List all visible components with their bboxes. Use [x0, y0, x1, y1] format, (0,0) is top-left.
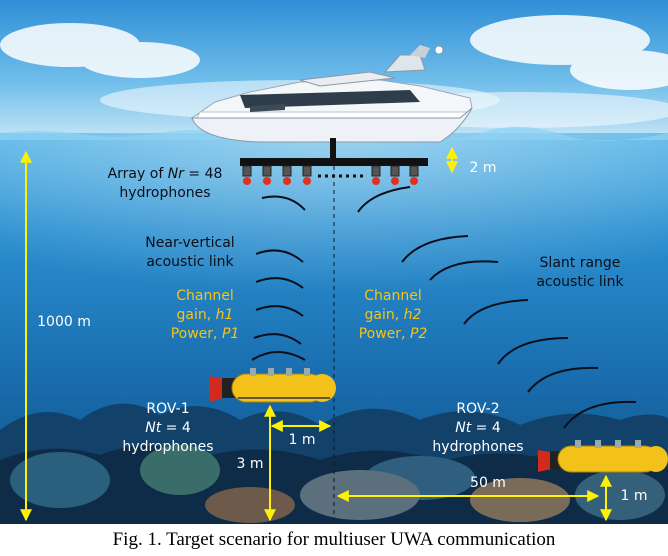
rov-2-line3: hydrophones [432, 439, 524, 455]
offset-label-1m: 1 m [288, 432, 316, 448]
near-vertical-label: Near-vertical acoustic link [130, 234, 250, 272]
channel-2-power: Power, [358, 326, 410, 342]
scenario-illustration: Array of Nr = 48 hydrophones 2 m Near-ve… [0, 0, 668, 524]
channel-1-line1: Channel [176, 288, 234, 304]
scene-svg [0, 0, 668, 524]
rov-1-line3: hydrophones [122, 439, 214, 455]
height-label-3m: 3 m [236, 456, 264, 472]
array-label-suffix: = 48 [183, 166, 223, 182]
rov-2-label: ROV-2 Nt = 4 hydrophones [418, 400, 538, 457]
depth-label-1000m: 1000 m [37, 314, 91, 330]
slant-wavefronts [357, 186, 637, 429]
array-label-var: Nr [167, 166, 184, 182]
rov-2-var: Nt [455, 420, 472, 436]
channel-2-line1: Channel [364, 288, 422, 304]
channel-1-gain: gain, [176, 307, 216, 323]
rov-1-eq: = 4 [161, 420, 191, 436]
channel-1-power: Power, [170, 326, 222, 342]
array-label-prefix: Array of [107, 166, 168, 182]
near-vertical-wavefronts [251, 195, 306, 361]
rov-1 [210, 368, 336, 403]
rov-1-label: ROV-1 Nt = 4 hydrophones [108, 400, 228, 457]
rov-1-var: Nt [145, 420, 162, 436]
channel-2-label: Channel gain, h2 Power, P2 [340, 287, 446, 344]
channel-1-h: h1 [215, 307, 234, 323]
array-label-line2: hydrophones [119, 185, 211, 201]
channel-2-p: P2 [409, 326, 428, 342]
near-vertical-label-line2: acoustic link [146, 254, 234, 270]
rov-2-name: ROV-2 [456, 401, 500, 417]
figure-caption: Fig. 1. Target scenario for multiuser UW… [112, 529, 556, 550]
height-label-1m: 1 m [620, 488, 648, 504]
rov-2 [538, 440, 668, 473]
channel-1-label: Channel gain, h1 Power, P1 [152, 287, 258, 344]
channel-2-h: h2 [403, 307, 422, 323]
slant-label: Slant range acoustic link [520, 254, 640, 292]
channel-2-gain: gain, [364, 307, 404, 323]
near-vertical-label-line1: Near-vertical [145, 235, 235, 251]
yacht [190, 45, 473, 143]
distance-label-50m: 50 m [470, 475, 506, 491]
channel-1-p: P1 [221, 326, 240, 342]
hydrophone-array [240, 138, 428, 185]
array-label: Array of Nr = 48 hydrophones [90, 165, 240, 203]
dimension-arrows [20, 146, 612, 522]
rov-2-eq: = 4 [471, 420, 501, 436]
rov-1-name: ROV-1 [146, 401, 190, 417]
depth-label-2m: 2 m [469, 160, 497, 176]
slant-label-line2: acoustic link [536, 274, 624, 290]
slant-label-line1: Slant range [539, 255, 621, 271]
